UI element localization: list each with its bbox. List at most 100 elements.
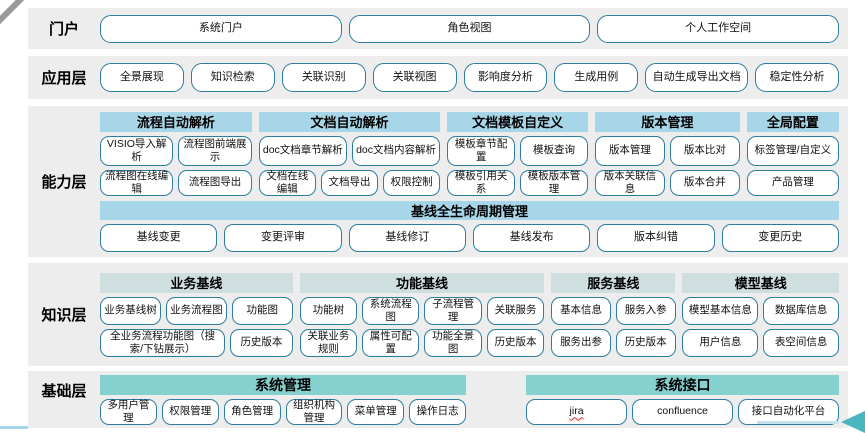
capability-button[interactable]: 模板查询 (520, 135, 588, 166)
knowledge-button[interactable]: 子流程管理 (424, 296, 482, 325)
portal-buttons: 系统门户 角色视图 个人工作空间 (100, 14, 848, 43)
group-row: 版本关联信息 版本合并 (595, 169, 740, 196)
baseline-buttons: 基线变更 变更评审 基线修订 基线发布 版本纠错 变更历史 (100, 223, 839, 252)
knowledge-button[interactable]: 历史版本 (615, 328, 676, 357)
generate-usecase-button[interactable]: 生成用例 (554, 63, 639, 92)
system-management-button[interactable]: 组织机构管理 (285, 398, 343, 425)
group-row: 业务基线树 业务流程图 功能图 (100, 296, 293, 325)
knowledge-button[interactable]: 关联业务规则 (299, 328, 358, 357)
interface-automation-button[interactable]: 接口自动化平台 (738, 398, 840, 425)
knowledge-search-button[interactable]: 知识检索 (190, 63, 275, 92)
knowledge-button[interactable]: 模型基本信息 (682, 296, 759, 325)
capability-button[interactable]: 流程图在线编辑 (100, 169, 174, 196)
capability-button[interactable]: 流程图前端展示 (178, 135, 252, 166)
capability-button[interactable]: 模板章节配置 (447, 135, 516, 166)
base-layer: 基础层 系统管理 多用户管理 权限管理 角色管理 组织机构管理 菜单管理 操作日… (28, 371, 848, 428)
group-row: 多用户管理 权限管理 角色管理 组织机构管理 菜单管理 操作日志 (100, 398, 467, 425)
capability-button[interactable]: 文档在线编辑 (258, 169, 316, 196)
knowledge-button[interactable]: 业务流程图 (165, 296, 227, 325)
capability-button[interactable]: 文档导出 (320, 169, 379, 196)
jira-interface-button[interactable]: jira (526, 398, 628, 425)
relation-identify-button[interactable]: 关联识别 (281, 63, 366, 92)
group-row: 标签管理/自定义 (746, 135, 839, 166)
group-doc-parse: 文档自动解析 doc文档章节解析 doc文档内容解析 文档在线编辑 文档导出 权… (258, 111, 441, 196)
group-version-management: 版本管理 版本管理 版本比对 版本关联信息 版本合并 (595, 111, 740, 196)
arrow-tail-decoration (757, 421, 839, 424)
group-service-baseline: 服务基线 基本信息 服务入参 服务出参 历史版本 (551, 272, 676, 357)
knowledge-button[interactable]: 历史版本 (230, 328, 293, 357)
system-portal-button[interactable]: 系统门户 (100, 14, 342, 43)
capability-button[interactable]: 权限控制 (383, 169, 441, 196)
group-title: 全局配置 (746, 111, 839, 132)
baseline-button[interactable]: 版本纠错 (597, 223, 715, 252)
group-title: 文档模板自定义 (447, 111, 588, 132)
baseline-lifecycle-title: 基线全生命周期管理 (100, 200, 839, 220)
knowledge-button[interactable]: 功能树 (299, 296, 358, 325)
knowledge-button[interactable]: 属性可配置 (362, 328, 420, 357)
auto-export-doc-button[interactable]: 自动生成导出文档 (645, 63, 749, 92)
capability-button[interactable]: 标签管理/自定义 (746, 135, 839, 166)
knowledge-button[interactable]: 基本信息 (551, 296, 611, 325)
group-system-management: 系统管理 多用户管理 权限管理 角色管理 组织机构管理 菜单管理 操作日志 (100, 374, 467, 425)
group-system-interface: 系统接口 jira confluence 接口自动化平台 (526, 374, 840, 425)
panorama-display-button[interactable]: 全景展现 (100, 63, 184, 92)
confluence-interface-button[interactable]: confluence (632, 398, 734, 425)
system-management-button[interactable]: 角色管理 (223, 398, 281, 425)
group-row: 功能树 系统流程图 子流程管理 关联服务 (299, 296, 545, 325)
system-management-button[interactable]: 权限管理 (161, 398, 219, 425)
knowledge-button[interactable]: 业务基线树 (100, 296, 161, 325)
group-function-baseline: 功能基线 功能树 系统流程图 子流程管理 关联服务 关联业务规则 属性可配置 功… (299, 272, 545, 357)
group-row: 版本管理 版本比对 (595, 135, 740, 166)
capability-button[interactable]: 版本关联信息 (595, 169, 665, 196)
knowledge-button[interactable]: 关联服务 (486, 296, 545, 325)
baseline-button[interactable]: 基线修订 (348, 223, 466, 252)
group-row: 流程图在线编辑 流程图导出 (100, 169, 252, 196)
portal-layer: 门户 系统门户 角色视图 个人工作空间 (28, 8, 848, 49)
group-title: 模型基线 (682, 272, 839, 293)
capability-button[interactable]: VISIO导入解析 (100, 135, 174, 166)
group-title: 版本管理 (595, 111, 740, 132)
knowledge-button[interactable]: 系统流程图 (362, 296, 420, 325)
system-management-button[interactable]: 菜单管理 (347, 398, 405, 425)
role-view-button[interactable]: 角色视图 (348, 14, 591, 43)
group-row: 模板章节配置 模板查询 (447, 135, 588, 166)
capability-button[interactable]: doc文档章节解析 (258, 135, 347, 166)
baseline-button[interactable]: 变更历史 (721, 223, 839, 252)
knowledge-button[interactable]: 功能图 (231, 296, 293, 325)
group-title: 功能基线 (299, 272, 545, 293)
knowledge-button[interactable]: 表空间信息 (763, 328, 840, 357)
system-management-button[interactable]: 多用户管理 (100, 398, 157, 425)
stability-analysis-button[interactable]: 稳定性分析 (755, 63, 839, 92)
system-management-button[interactable]: 操作日志 (409, 398, 467, 425)
capability-button[interactable]: doc文档内容解析 (351, 135, 441, 166)
layer-label-application: 应用层 (41, 70, 87, 87)
capability-button[interactable]: 模板版本管理 (520, 169, 588, 196)
impact-analysis-button[interactable]: 影响度分析 (463, 63, 548, 92)
group-row: VISIO导入解析 流程图前端展示 (100, 135, 252, 166)
capability-button[interactable]: 版本比对 (669, 135, 740, 166)
relation-view-button[interactable]: 关联视图 (372, 63, 457, 92)
knowledge-button[interactable]: 服务入参 (615, 296, 676, 325)
group-global-config: 全局配置 标签管理/自定义 产品管理 (746, 111, 839, 196)
base-groups: 系统管理 多用户管理 权限管理 角色管理 组织机构管理 菜单管理 操作日志 系统… (100, 374, 848, 425)
knowledge-button[interactable]: 功能全景图 (424, 328, 482, 357)
capability-button[interactable]: 版本管理 (595, 135, 665, 166)
knowledge-button[interactable]: 历史版本 (486, 328, 545, 357)
group-row: 文档在线编辑 文档导出 权限控制 (258, 169, 441, 196)
knowledge-button[interactable]: 用户信息 (682, 328, 759, 357)
capability-button[interactable]: 版本合并 (669, 169, 740, 196)
knowledge-layer: 知识层 业务基线 业务基线树 业务流程图 功能图 全业务流程功能图（搜索/下钻展… (28, 263, 848, 366)
personal-workspace-button[interactable]: 个人工作空间 (597, 14, 840, 43)
capability-button[interactable]: 流程图导出 (178, 169, 252, 196)
baseline-button[interactable]: 变更评审 (224, 223, 342, 252)
knowledge-button[interactable]: 数据库信息 (763, 296, 840, 325)
baseline-button[interactable]: 基线发布 (472, 223, 591, 252)
knowledge-button[interactable]: 全业务流程功能图（搜索/下钻展示） (100, 328, 226, 357)
knowledge-button[interactable]: 服务出参 (551, 328, 611, 357)
capability-button[interactable]: 产品管理 (746, 169, 839, 196)
group-title: 业务基线 (100, 272, 293, 293)
group-model-baseline: 模型基线 模型基本信息 数据库信息 用户信息 表空间信息 (682, 272, 840, 357)
capability-button[interactable]: 模板引用关系 (447, 169, 516, 196)
baseline-button[interactable]: 基线变更 (100, 223, 218, 252)
